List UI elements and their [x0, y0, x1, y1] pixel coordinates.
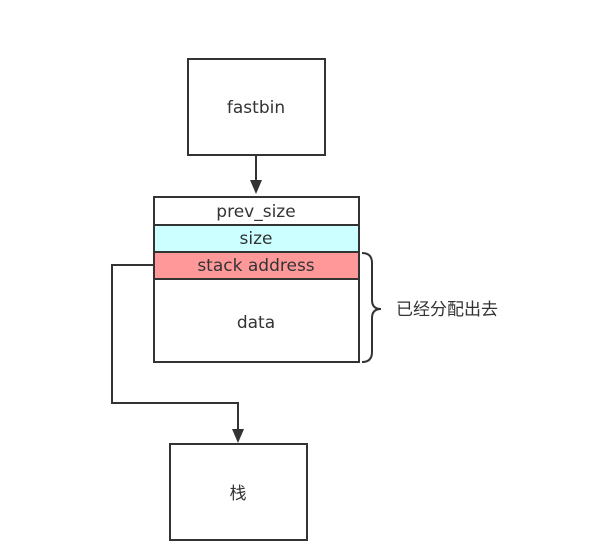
prev-size-row [153, 196, 360, 226]
prev-size-label: prev_size [216, 202, 295, 222]
allocated-label: 已经分配出去 [396, 300, 498, 320]
data-label: data [237, 313, 275, 333]
stack-pointer-line [111, 264, 239, 432]
stack-box [169, 443, 308, 541]
fastbin-label: fastbin [227, 98, 285, 118]
size-label: size [240, 229, 273, 249]
stack-pointer-arrow-head [232, 429, 244, 443]
stack-address-label: stack address [197, 256, 314, 276]
allocated-brace [361, 252, 382, 363]
data-row [153, 278, 360, 363]
stack-label: 栈 [230, 484, 247, 504]
fastbin-arrow-head [250, 180, 262, 194]
fastbin-box [187, 58, 326, 156]
